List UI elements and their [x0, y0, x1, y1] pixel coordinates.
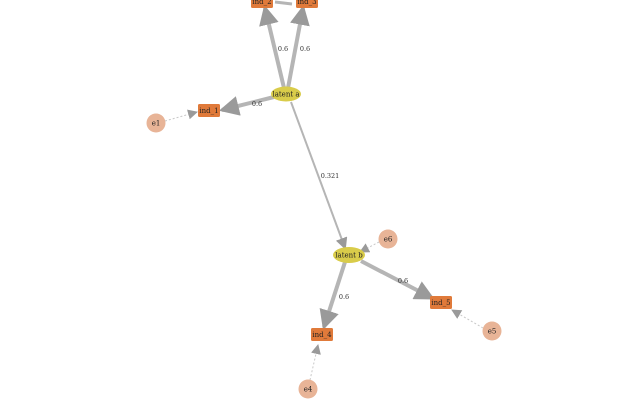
node-ind-4	[311, 328, 333, 341]
node-e6	[378, 229, 398, 249]
node-e4-label: e4	[304, 386, 313, 394]
node-e6-label: e6	[384, 236, 393, 244]
node-ind-4-label: ind_4	[312, 331, 332, 339]
edge-e1-ind-1	[164, 109, 198, 122]
node-e5	[482, 321, 502, 341]
node-ind-5	[430, 296, 452, 309]
node-ind-5-label: ind_5	[431, 299, 450, 307]
edge-latent-a-ind-3	[286, 4, 310, 89]
node-e1-label: e1	[152, 120, 161, 128]
node-e1	[146, 113, 166, 133]
edge-latent-b-ind-5	[360, 259, 435, 300]
node-latent-a-label: latent a	[272, 91, 299, 99]
node-latent-b	[333, 247, 365, 263]
edge-latent-b-ind-4	[319, 261, 347, 331]
edge-e4-ind-4	[309, 344, 321, 381]
node-ind-3-label: ind_3	[297, 0, 316, 6]
node-latent-b-label: latent b	[335, 252, 363, 260]
node-ind-1-label: ind_1	[199, 107, 218, 115]
edge-e6-latent-b	[359, 241, 380, 253]
edge-label-a-ind-3: 0.6	[300, 45, 310, 53]
edge-e5-ind-5	[451, 309, 484, 329]
node-ind-3	[296, 0, 318, 8]
node-ind-2	[251, 0, 273, 8]
edge-label-a-ind-2: 0.6	[278, 45, 288, 53]
edge-ind-2-ind-3	[274, 0, 293, 6]
node-e4	[298, 379, 318, 399]
node-ind-1	[198, 104, 220, 117]
edge-label-a-ind-1: 0.6	[252, 100, 262, 108]
edge-label-b-ind-5: 0.6	[398, 277, 408, 285]
node-latent-a	[271, 86, 301, 102]
edge-latent-a-latent-b	[290, 101, 348, 250]
node-e5-label: e5	[488, 328, 497, 336]
node-ind-2-label: ind_2	[252, 0, 271, 6]
edge-latent-a-ind-1	[218, 95, 275, 116]
edge-latent-a-ind-2	[259, 4, 286, 89]
edge-label-b-ind-4: 0.6	[339, 293, 349, 301]
edge-label-a-b: 0.321	[321, 172, 340, 180]
